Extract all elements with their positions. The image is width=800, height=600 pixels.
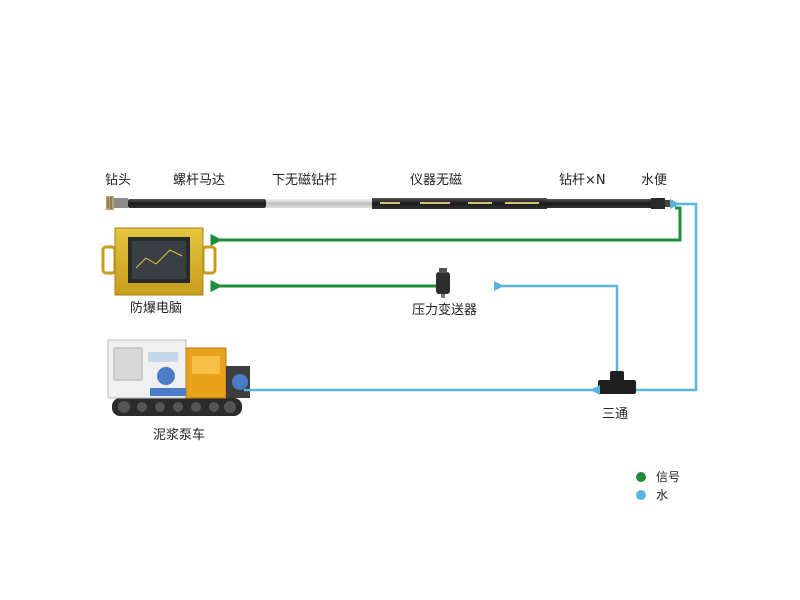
drill-string-icon <box>106 196 673 210</box>
legend-signal-label: 信号 <box>656 470 681 484</box>
label-drill-bit: 钻头 <box>105 173 132 188</box>
pressure-sensor-icon <box>436 268 450 298</box>
label-tee: 三通 <box>602 407 629 422</box>
drill-rod-icon <box>547 199 651 208</box>
mud-pump-truck-icon <box>107 339 250 416</box>
drill-bit-icon <box>106 196 128 210</box>
label-drill-rod-n: 钻杆×N <box>559 173 606 188</box>
tee-fitting-icon <box>598 371 636 394</box>
legend-water-label: 水 <box>656 488 669 502</box>
instrument-nonmag-icon <box>372 198 547 209</box>
label-pressure-transmitter: 压力变送器 <box>412 303 478 318</box>
label-screw-motor: 螺杆马达 <box>173 173 226 188</box>
water-joint-icon <box>651 198 673 209</box>
legend-water: 水 <box>636 488 668 502</box>
screw-motor-icon <box>128 199 266 208</box>
label-lower-nonmag-rod: 下无磁钻杆 <box>272 173 338 188</box>
explosion-proof-computer-icon <box>101 227 217 296</box>
signal-line-drillstring-to-pc <box>210 206 682 246</box>
label-instrument-nonmag: 仪器无磁 <box>410 173 463 188</box>
lower-nonmag-rod-icon <box>266 199 372 208</box>
legend-signal-dot <box>636 472 646 482</box>
legend-signal: 信号 <box>636 470 680 484</box>
label-explosion-proof-pc: 防爆电脑 <box>130 301 183 316</box>
label-mud-pump-truck: 泥浆泵车 <box>153 428 206 443</box>
water-line-tee-to-waterjoint <box>636 199 698 392</box>
water-line-tee-to-sensor <box>494 281 619 371</box>
legend-water-dot <box>636 490 646 500</box>
label-water-joint: 水便 <box>641 173 668 188</box>
